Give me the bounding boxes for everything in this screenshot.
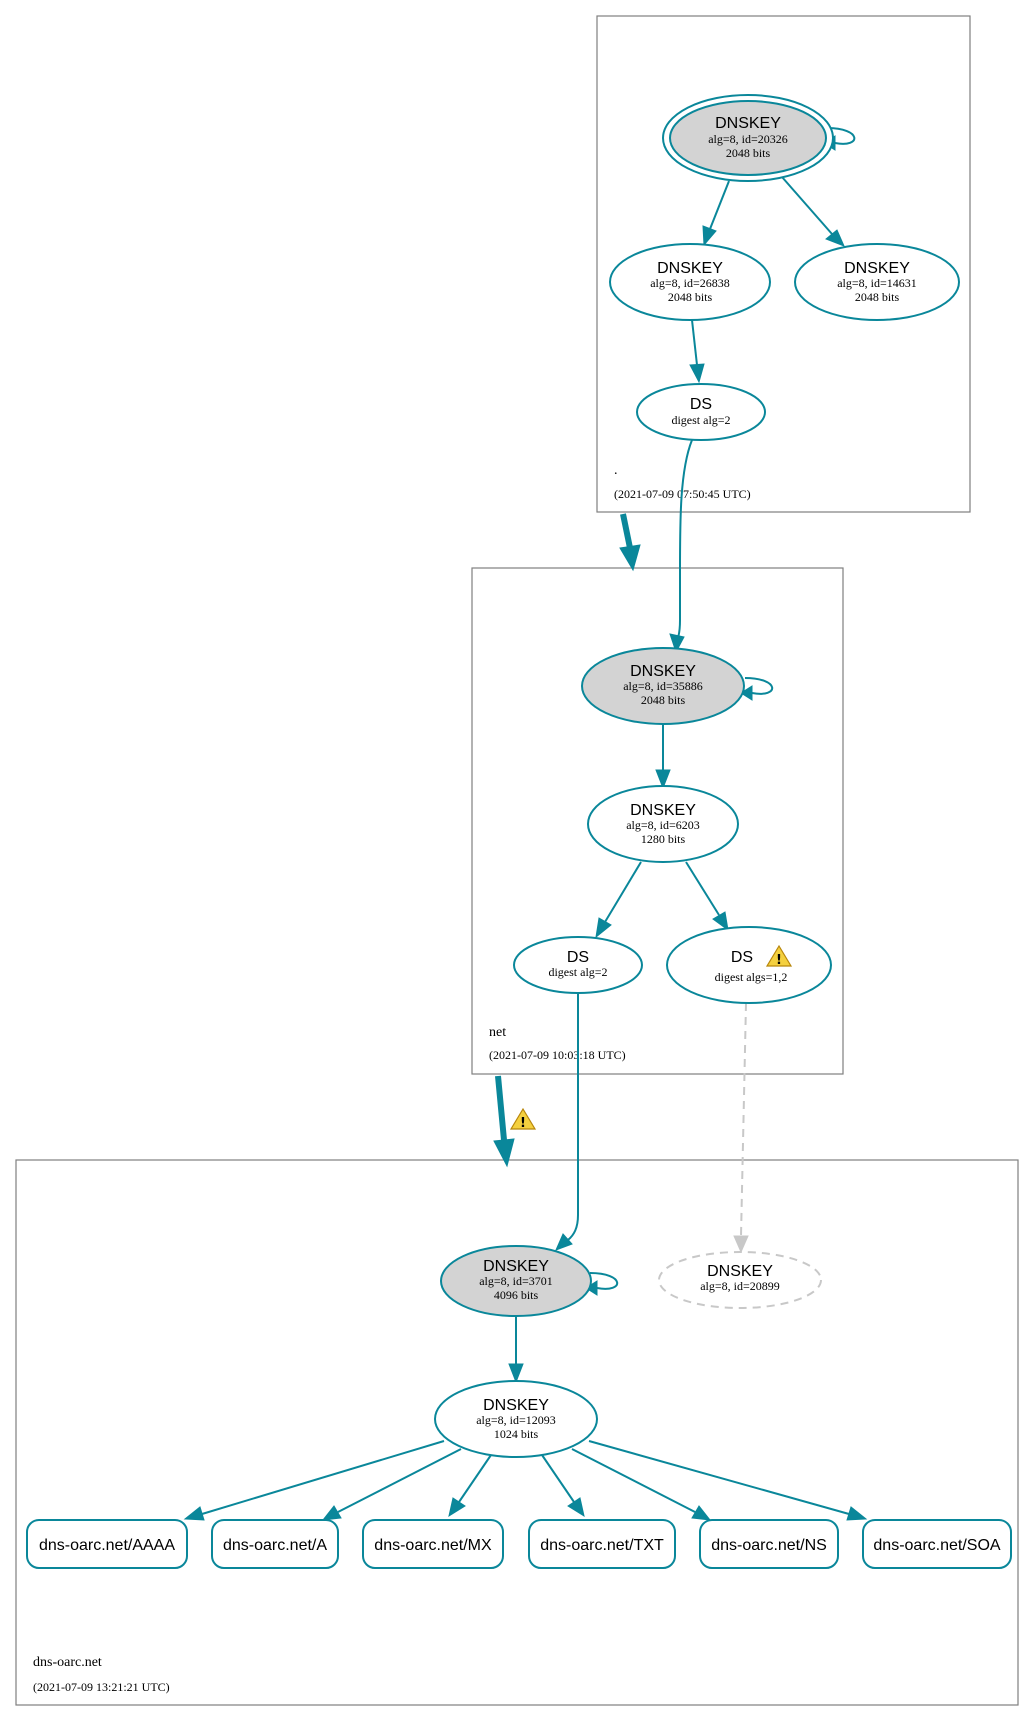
rrset-ns[interactable]: dns-oarc.net/NS <box>699 1519 839 1569</box>
node-net-zsk-line1: alg=8, id=6203 <box>626 818 700 832</box>
node-oarc-zsk-line1: alg=8, id=12093 <box>476 1413 556 1427</box>
edge-net-ds1-to-oarc-ksk <box>555 993 579 1251</box>
rrset-aaaa[interactable]: dns-oarc.net/AAAA <box>26 1519 188 1569</box>
node-root-ds[interactable]: DS digest alg=2 <box>636 383 766 441</box>
edge-oarc-zsk-to-rrset-soa <box>588 1440 868 1521</box>
node-root-zsk1-line2: 2048 bits <box>668 290 713 304</box>
edge-oarc-zsk-to-rrset-a <box>321 1448 462 1521</box>
rrset-soa-label: dns-oarc.net/SOA <box>873 1537 1001 1554</box>
node-oarc-ksk[interactable]: DNSKEY alg=8, id=3701 4096 bits <box>440 1245 592 1317</box>
node-net-ds2-line1: digest algs=1,2 <box>715 970 788 984</box>
rrset-a-label: dns-oarc.net/A <box>223 1537 327 1554</box>
edge-oarc-zsk-to-rrset-ns <box>571 1448 712 1521</box>
node-net-ds1[interactable]: DS digest alg=2 <box>513 936 643 994</box>
node-oarc-ksk-line1: alg=8, id=3701 <box>479 1274 553 1288</box>
zone-root-name: . <box>614 463 618 478</box>
node-root-ksk-line1: alg=8, id=20326 <box>708 132 788 146</box>
rrset-a[interactable]: dns-oarc.net/A <box>211 1519 339 1569</box>
rrset-txt-label: dns-oarc.net/TXT <box>540 1537 664 1554</box>
edge-oarc-ksk-to-zsk <box>508 1316 524 1384</box>
node-net-ds1-title: DS <box>567 949 589 966</box>
node-net-ksk[interactable]: DNSKEY alg=8, id=35886 2048 bits <box>581 647 745 725</box>
edge-oarc-zsk-to-rrset-mx <box>448 1454 492 1518</box>
zone-net-name: net <box>489 1025 506 1040</box>
node-root-zsk1-line1: alg=8, id=26838 <box>650 276 730 290</box>
zone-dns-oarc: dns-oarc.net (2021-07-09 13:21:21 UTC) <box>15 1159 1019 1706</box>
node-root-zsk2-title: DNSKEY <box>844 260 910 277</box>
edge-root-zsk1-to-ds <box>689 319 705 384</box>
node-root-zsk2[interactable]: DNSKEY alg=8, id=14631 2048 bits <box>794 243 960 321</box>
zone-root-border <box>596 15 971 513</box>
node-oarc-ksk-line2: 4096 bits <box>494 1288 539 1302</box>
edge-net-ksk-to-zsk <box>655 724 671 790</box>
edge-root-ksk-to-zsk1 <box>702 180 730 247</box>
node-net-ds2-title: DS <box>731 949 753 966</box>
node-root-zsk1[interactable]: DNSKEY alg=8, id=26838 2048 bits <box>609 243 771 321</box>
node-oarc-missing-title: DNSKEY <box>707 1263 773 1280</box>
node-net-ds1-line1: digest alg=2 <box>548 965 607 979</box>
edge-net-zsk-to-ds1 <box>595 861 642 939</box>
edge-root-ksk-to-zsk2 <box>781 176 845 247</box>
edge-net-ds2-to-oarc-missing <box>733 1002 749 1254</box>
edge-net-ksk-self <box>740 677 774 701</box>
node-root-zsk2-line1: alg=8, id=14631 <box>837 276 917 290</box>
delegation-root-to-net <box>619 513 641 572</box>
node-oarc-ksk-title: DNSKEY <box>483 1258 549 1275</box>
rrset-mx[interactable]: dns-oarc.net/MX <box>362 1519 504 1569</box>
zone-dns-oarc-timestamp: (2021-07-09 13:21:21 UTC) <box>33 1680 170 1694</box>
rrset-aaaa-label: dns-oarc.net/AAAA <box>39 1537 175 1554</box>
delegation-net-to-dns-oarc <box>493 1075 515 1168</box>
rrset-soa[interactable]: dns-oarc.net/SOA <box>862 1519 1012 1569</box>
zone-net-timestamp: (2021-07-09 10:03:18 UTC) <box>489 1048 626 1062</box>
node-root-zsk2-line2: 2048 bits <box>855 290 900 304</box>
svg-text:!: ! <box>520 1116 526 1131</box>
zone-dns-oarc-name: dns-oarc.net <box>33 1655 102 1670</box>
node-oarc-missing-line1: alg=8, id=20899 <box>700 1279 780 1293</box>
node-root-ksk-line2: 2048 bits <box>726 146 771 160</box>
node-oarc-zsk-line2: 1024 bits <box>494 1427 539 1441</box>
node-net-zsk-line2: 1280 bits <box>641 832 686 846</box>
node-net-ds2[interactable]: DS digest algs=1,2 ! <box>666 926 832 1004</box>
rrset-txt[interactable]: dns-oarc.net/TXT <box>528 1519 676 1569</box>
node-net-ksk-title: DNSKEY <box>630 663 696 680</box>
svg-text:!: ! <box>776 953 782 968</box>
node-oarc-zsk-title: DNSKEY <box>483 1397 549 1414</box>
node-oarc-missing-key[interactable]: DNSKEY alg=8, id=20899 <box>658 1251 822 1309</box>
node-oarc-zsk[interactable]: DNSKEY alg=8, id=12093 1024 bits <box>434 1380 598 1458</box>
node-net-zsk[interactable]: DNSKEY alg=8, id=6203 1280 bits <box>587 785 739 863</box>
edge-root-ds-to-net-ksk <box>669 439 693 654</box>
zone-dns-oarc-border <box>15 1159 1019 1706</box>
edge-net-zsk-to-ds2 <box>685 861 729 932</box>
zone-net-border <box>471 567 844 1075</box>
rrset-ns-label: dns-oarc.net/NS <box>711 1537 827 1554</box>
node-root-ksk-title: DNSKEY <box>715 115 781 132</box>
node-root-ksk[interactable]: DNSKEY alg=8, id=20326 2048 bits <box>662 94 834 182</box>
node-root-ds-line1: digest alg=2 <box>671 413 730 427</box>
zone-net: net (2021-07-09 10:03:18 UTC) <box>471 567 844 1075</box>
node-net-zsk-title: DNSKEY <box>630 802 696 819</box>
edge-oarc-zsk-to-rrset-txt <box>541 1454 585 1518</box>
node-net-ksk-line2: 2048 bits <box>641 693 686 707</box>
node-root-zsk1-title: DNSKEY <box>657 260 723 277</box>
delegation-warning-icon: ! <box>509 1107 537 1131</box>
node-net-ksk-line1: alg=8, id=35886 <box>623 679 703 693</box>
node-net-ds2-warning-icon: ! <box>765 944 793 968</box>
node-root-ds-title: DS <box>690 396 712 413</box>
rrset-mx-label: dns-oarc.net/MX <box>374 1537 492 1554</box>
edge-oarc-zsk-to-rrset-aaaa <box>183 1440 445 1521</box>
